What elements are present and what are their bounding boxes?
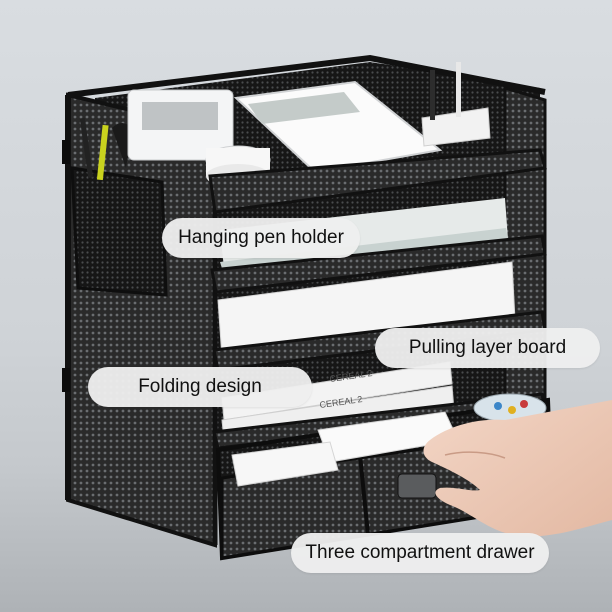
stapler bbox=[421, 107, 491, 147]
callout-pulling-layer-board: Pulling layer board bbox=[375, 328, 600, 368]
callout-three-compartment-drawer: Three compartment drawer bbox=[291, 533, 549, 573]
tray-2 bbox=[210, 234, 547, 294]
tray-1 bbox=[208, 148, 547, 214]
callout-hanging-pen-holder: Hanging pen holder bbox=[162, 218, 360, 258]
hinge bbox=[62, 140, 70, 164]
pen-holder-cup bbox=[70, 166, 168, 297]
callout-folding-design: Folding design bbox=[88, 367, 312, 407]
drawer-handle bbox=[397, 473, 437, 499]
hand bbox=[423, 400, 612, 537]
hinge bbox=[62, 368, 70, 392]
